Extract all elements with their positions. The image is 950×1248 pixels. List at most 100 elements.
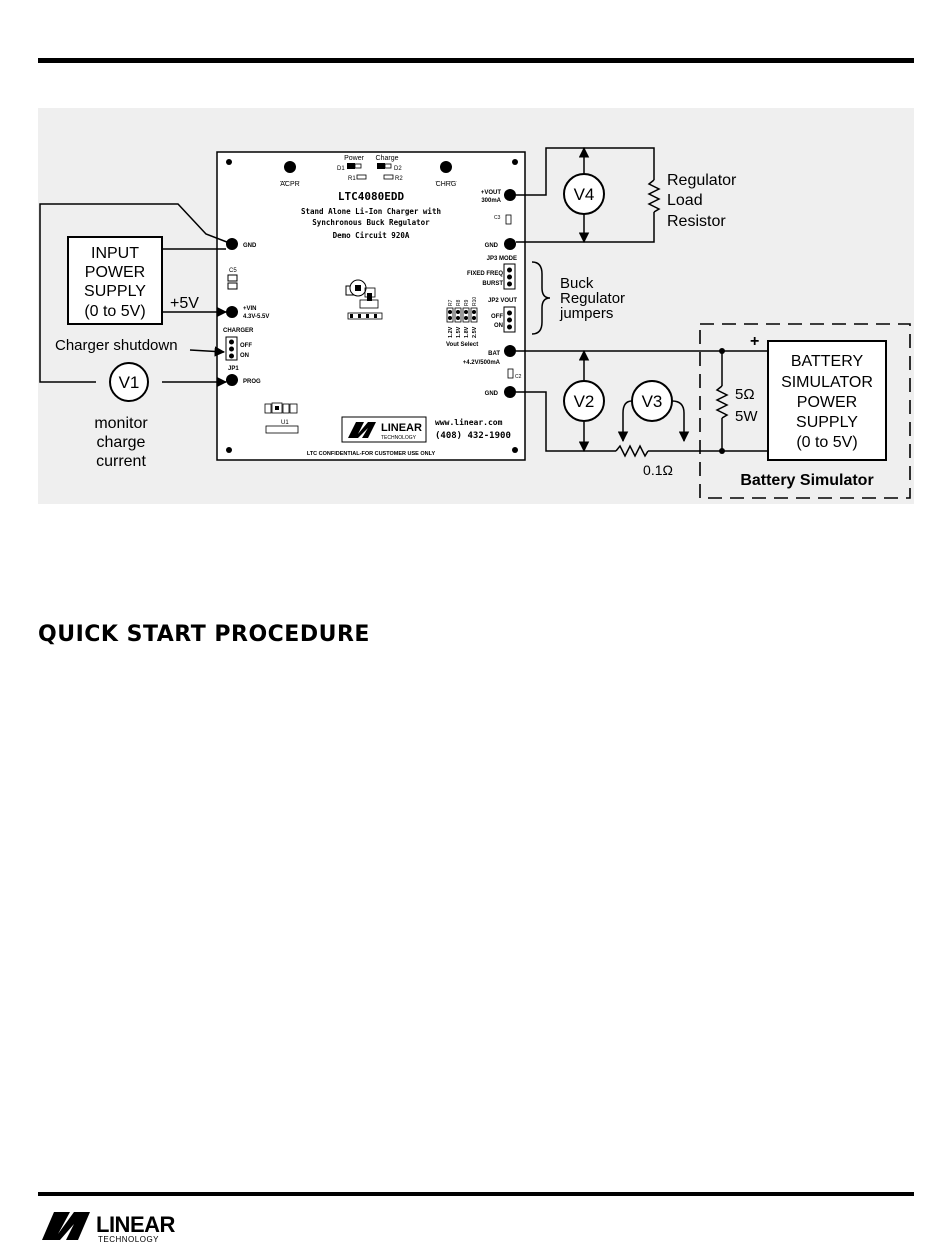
monitor-line3: current: [96, 453, 146, 470]
plus5v-label: +5V: [170, 295, 199, 312]
burst-label: BURST: [482, 281, 503, 287]
demo-board-diagram: ACPR CHRG Power Charge D1 D2 R1 R2 LTC40…: [38, 108, 914, 504]
v1-meter: [109, 362, 149, 402]
board-phone: (408) 432-1900: [435, 431, 511, 441]
jp2-off-label: OFF: [491, 314, 503, 320]
gnd-bottom-terminal: [504, 386, 516, 398]
prog-terminal: [226, 374, 238, 386]
load-r-label: 5Ω: [735, 386, 755, 403]
charger-shutdown-label: Charger shutdown: [55, 337, 178, 354]
acpr-label: ACPR: [280, 181, 299, 188]
bat-rating-label: +4.2V/500mA: [463, 360, 501, 366]
jp1-label: JP1: [228, 366, 239, 372]
lt-logo-mark: [42, 1212, 90, 1240]
regulator-load-line3: Resistor: [667, 213, 726, 230]
c5-label: C5: [229, 268, 237, 274]
battery-supply-line1: BATTERY: [791, 353, 864, 370]
v4-label: V4: [574, 185, 595, 204]
gnd-left-label: GND: [243, 243, 257, 249]
v4-load-wiring: [516, 146, 661, 244]
r2-label: R2: [395, 176, 403, 182]
board-title-line2: Synchronous Buck Regulator: [312, 218, 430, 227]
v18-label: 1.8V: [464, 326, 470, 338]
r9-label: R9: [464, 299, 470, 306]
left-wiring: [39, 203, 233, 388]
load-w-label: 5W: [735, 408, 758, 425]
board-logo-linear: LINEAR: [381, 422, 422, 434]
battery-supply-line5: (0 to 5V): [796, 434, 857, 451]
v3-meter: [631, 380, 673, 422]
board-part-number: LTC4080EDD: [338, 190, 405, 203]
input-supply-line4: (0 to 5V): [84, 303, 145, 320]
v4-meter: [563, 173, 605, 215]
board-title-line1: Stand Alone Li-Ion Charger with: [301, 207, 441, 216]
chrg-led: [440, 161, 452, 173]
vout-select-resistors: R7 R8 R9 R10 1.2V 1.5V 1.8V 2.5V Vout Se…: [446, 297, 478, 348]
vout-current-label: 300mA: [481, 198, 501, 204]
d1-led: [347, 163, 355, 169]
v2-meter: [563, 380, 605, 422]
board-url: www.linear.com: [435, 417, 503, 427]
d2-label: D2: [394, 166, 402, 172]
vin-range-label: 4.3V-5.5V: [243, 314, 269, 320]
v25-label: 2.5V: [472, 326, 478, 338]
r10-label: R10: [472, 297, 478, 306]
vin-label: +VIN: [243, 306, 257, 312]
battery-supply-line2: SIMULATOR: [781, 374, 873, 391]
battery-supply-line4: SUPPLY: [796, 414, 858, 431]
gnd-bottom-label: GND: [485, 391, 499, 397]
r7-label: R7: [448, 299, 454, 306]
v15-label: 1.5V: [456, 326, 462, 338]
regulator-load-line2: Load: [667, 192, 703, 209]
battery-simulator-dashed-box: [699, 323, 911, 499]
jp2-on-label: ON: [494, 323, 503, 329]
v12-label: 1.2V: [448, 326, 454, 338]
r8-label: R8: [456, 299, 462, 306]
bat-label: BAT: [488, 351, 500, 357]
monitor-line1: monitor: [94, 415, 148, 432]
vin-terminal: [226, 306, 238, 318]
linear-board-logo: LINEAR TECHNOLOGY: [341, 416, 427, 443]
header-rule: [38, 58, 914, 63]
battery-supply-line3: POWER: [797, 394, 857, 411]
footer-rule: [38, 1192, 914, 1196]
board-logo-technology: TECHNOLOGY: [381, 435, 417, 441]
input-supply-line1: INPUT: [91, 245, 139, 262]
plus-label: +: [750, 333, 759, 350]
board-confidential: LTC CONFIDENTIAL-FOR CUSTOMER USE ONLY: [307, 451, 436, 457]
board-title-line3: Demo Circuit 920A: [333, 231, 410, 240]
jp3-mode-label: JP3 MODE: [487, 256, 517, 262]
input-supply-line2: POWER: [85, 264, 145, 281]
footer-logo-linear: LINEAR: [96, 1212, 176, 1237]
charge-led-label: Charge: [376, 155, 399, 162]
c3-label: C3: [494, 215, 501, 221]
d2-led: [377, 163, 385, 169]
linear-technology-logo: LINEAR TECHNOLOGY: [42, 1212, 176, 1244]
prog-label: PROG: [243, 379, 261, 385]
chrg-label: CHRG: [436, 181, 457, 188]
buck-jumpers-line1: Buck: [560, 275, 594, 292]
demo-board: ACPR CHRG Power Charge D1 D2 R1 R2 LTC40…: [216, 151, 526, 461]
vout-terminal: [504, 189, 516, 201]
buck-jumpers-line2: Regulator: [560, 290, 625, 307]
power-led-label: Power: [344, 155, 365, 162]
battery-simulator-label: Battery Simulator: [740, 472, 873, 489]
jp2-vout-label: JP2 VOUT: [488, 298, 517, 304]
gnd-right-terminal: [504, 238, 516, 250]
c2-label: C2: [515, 374, 522, 380]
monitor-line2: charge: [97, 434, 146, 451]
input-supply-line3: SUPPLY: [84, 283, 146, 300]
bat-terminal: [504, 345, 516, 357]
d1-label: D1: [337, 166, 345, 172]
charger-label: CHARGER: [223, 328, 254, 334]
jp1-on-label: ON: [240, 353, 249, 359]
vout-label: +VOUT: [481, 190, 502, 196]
battery-supply-box: [767, 340, 887, 461]
gnd-right-label: GND: [485, 243, 499, 249]
input-power-supply-box: [67, 236, 163, 325]
acpr-led: [284, 161, 296, 173]
v2-label: V2: [574, 392, 595, 411]
battery-wiring: [516, 349, 768, 458]
u1-area: U1: [264, 402, 299, 434]
v1-label: V1: [119, 373, 140, 392]
